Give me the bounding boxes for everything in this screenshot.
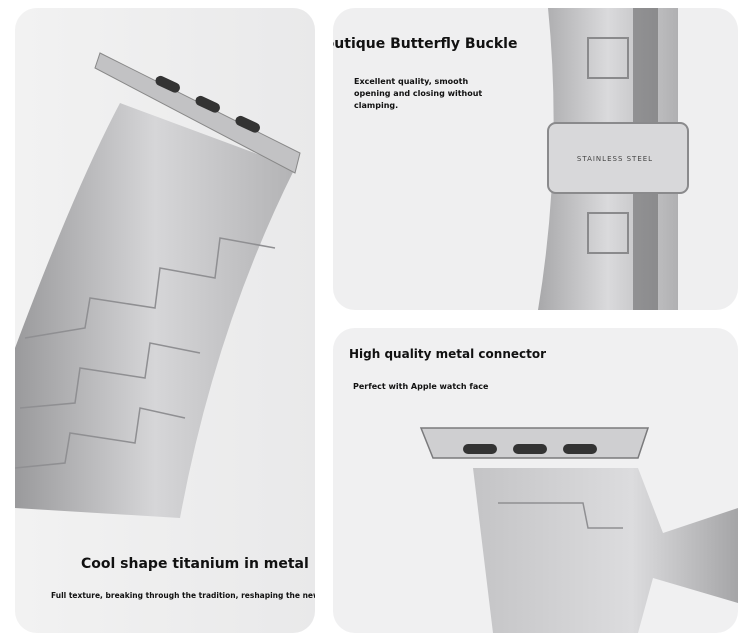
connector-title: High quality metal connector bbox=[349, 347, 547, 361]
buckle-title: Boutique Butterfly Buckle bbox=[333, 36, 518, 52]
connector-image bbox=[419, 427, 738, 633]
panel-metal-connector: High quality metal connector Perfect wit… bbox=[333, 328, 738, 633]
buckle-image: STAINLESS STEEL bbox=[538, 8, 689, 310]
panel-titanium-band: Cool shape titanium in metal Full textur… bbox=[15, 8, 315, 633]
left-panel-title: Cool shape titanium in metal bbox=[81, 556, 309, 572]
connector-subtitle: Perfect with Apple watch face bbox=[353, 382, 489, 391]
left-panel-subtitle: Full texture, breaking through the tradi… bbox=[51, 591, 315, 600]
buckle-engraving: STAINLESS STEEL bbox=[577, 155, 653, 163]
panel-butterfly-buckle: STAINLESS STEEL Boutique Butterfly Buckl… bbox=[333, 8, 738, 310]
buckle-subtitle: Excellent quality, smooth opening and cl… bbox=[354, 77, 483, 110]
band-image bbox=[15, 52, 301, 518]
